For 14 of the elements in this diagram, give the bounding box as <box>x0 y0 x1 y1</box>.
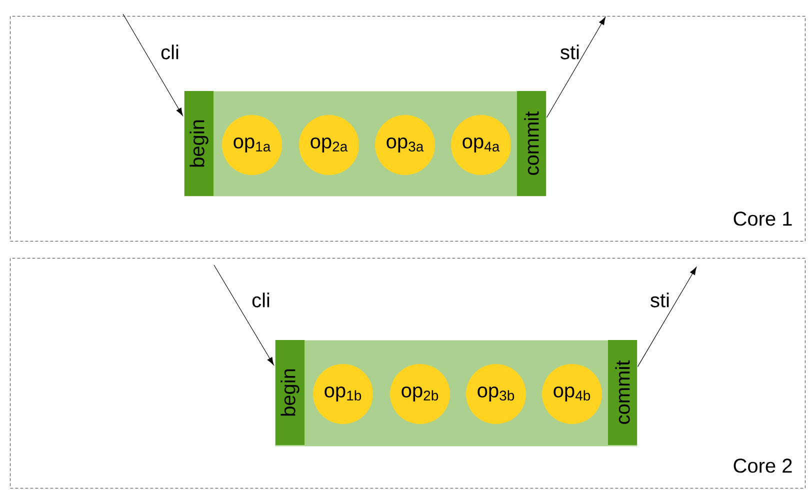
edge-label: cli <box>161 44 178 60</box>
step-bar: begin <box>184 91 214 196</box>
arrow <box>214 264 274 366</box>
step-bar: commit <box>608 340 637 445</box>
edge-label: cli <box>252 292 270 308</box>
arrow <box>546 16 606 118</box>
arrow <box>637 266 697 367</box>
step-bar: begin <box>276 340 304 445</box>
step-bar: commit <box>517 91 546 196</box>
edge-label: sti <box>650 292 669 308</box>
core-label: Core 1 <box>734 212 792 226</box>
arrow <box>122 14 183 116</box>
core-label: Core 2 <box>734 458 792 473</box>
edge-label: sti <box>560 44 579 60</box>
